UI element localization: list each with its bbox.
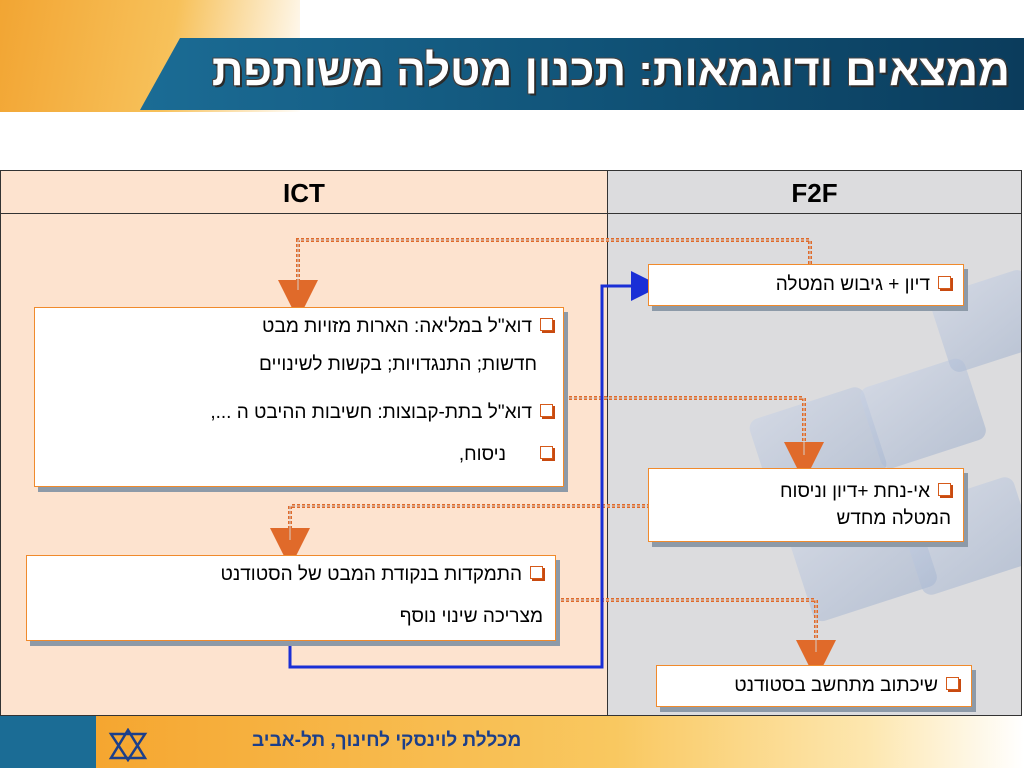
checkbox-bullet-icon xyxy=(938,276,951,290)
ict-box1-item1: דוא"ל במליאה: הארות מזויות מבט xyxy=(45,316,553,354)
checkbox-bullet-icon xyxy=(540,446,553,460)
ict-box2-line1: התמקדות בנקודת המבט של הסטודנט xyxy=(220,564,522,585)
slide-title: ממצאים ודוגמאות: תכנון מטלה משותפת xyxy=(211,46,1010,95)
college-logo-icon xyxy=(108,728,148,762)
ict-box1-line4: ניסוח, xyxy=(458,444,506,465)
f2f-box1-text: דיון + גיבוש המטלה xyxy=(775,274,930,295)
header-f2f: F2F xyxy=(791,178,838,208)
f2f-box2-line2: המטלה מחדש xyxy=(836,508,951,529)
f2f-rewrite-box: שיכתוב מתחשב בסטודנט xyxy=(656,665,972,707)
f2f-box1-item: דיון + גיבוש המטלה xyxy=(659,274,951,296)
checkbox-bullet-icon xyxy=(540,318,553,332)
ict-box1-item2: דוא"ל בתת-קבוצות: חשיבות ההיבט ה ..., xyxy=(45,402,553,444)
f2f-box3-item: שיכתוב מתחשב בסטודנט xyxy=(667,675,959,697)
header-ict: ICT xyxy=(283,178,325,208)
f2f-discussion-box: דיון + גיבוש המטלה xyxy=(648,264,964,306)
checkbox-bullet-icon xyxy=(530,566,543,580)
ict-box1-line3: דוא"ל בתת-קבוצות: חשיבות ההיבט ה ..., xyxy=(210,402,532,423)
checkbox-bullet-icon xyxy=(946,677,959,691)
ict-box1-item3: ניסוח, xyxy=(45,444,553,466)
header-blue-band xyxy=(140,38,1024,110)
ict-box1-line2: חדשות; התנגדויות; בקשות לשינויים xyxy=(259,354,537,375)
checkbox-bullet-icon xyxy=(938,483,951,497)
ict-email-plenary-box: דוא"ל במליאה: הארות מזויות מבט חדשות; הת… xyxy=(34,307,564,487)
f2f-box3-text: שיכתוב מתחשב בסטודנט xyxy=(734,675,938,696)
ict-box1-line1: דוא"ל במליאה: הארות מזויות מבט xyxy=(262,316,532,337)
f2f-unease-box: אי-נחת +דיון וניסוח המטלה מחדש xyxy=(648,468,964,542)
table-header-row xyxy=(1,171,1021,214)
arrow-ict2-to-f2f3 xyxy=(556,598,836,680)
ict-student-perspective-box: התמקדות בנקודת המבט של הסטודנט מצריכה שי… xyxy=(26,555,556,641)
f2f-box2-line1: אי-נחת +דיון וניסוח xyxy=(780,481,930,502)
checkbox-bullet-icon xyxy=(540,404,553,418)
arrow-blue-ict2-to-f2f1 xyxy=(288,271,661,669)
ict-box2-item1: התמקדות בנקודת המבט של הסטודנט xyxy=(37,564,543,606)
arrow-ict1-to-f2f2 xyxy=(564,396,824,482)
header-white-strip xyxy=(0,112,1024,170)
footer-band xyxy=(0,716,1024,768)
arrow-f2f2-to-ict2 xyxy=(270,504,650,568)
f2f-box2-item: אי-נחת +דיון וניסוח xyxy=(659,478,951,505)
footer-college-name: מכללת לוינסקי לחינוך, תל-אביב xyxy=(252,730,522,751)
ict-box2-line2: מצריכה שינוי נוסף xyxy=(399,606,543,627)
